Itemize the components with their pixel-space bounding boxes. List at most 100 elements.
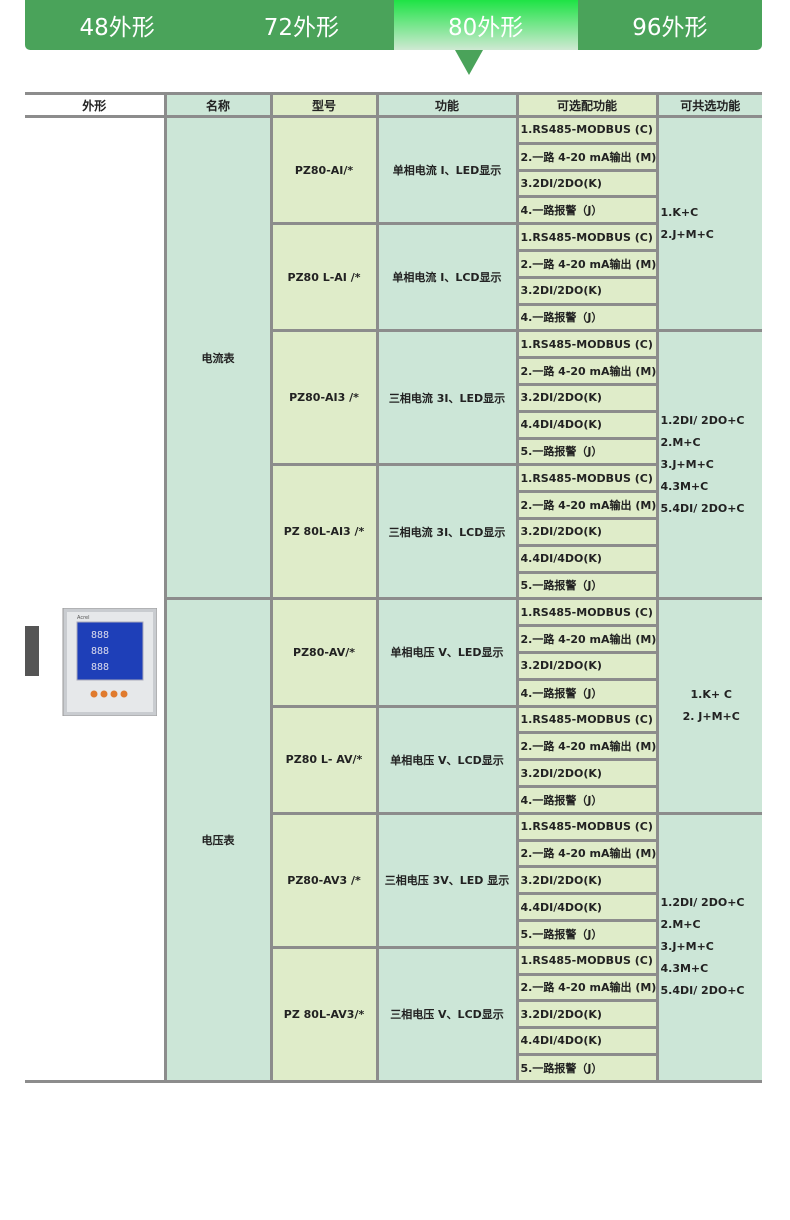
- combo-item: 3.J+M+C: [660, 457, 714, 471]
- tab-80[interactable]: 80外形: [393, 0, 578, 50]
- table-row: 5.一路报警（J）: [25, 918, 762, 949]
- model-number: PZ 80L-AI3 /*: [269, 463, 379, 601]
- table-row: 4.一路报警（J）: [25, 784, 762, 815]
- header-name: 名称: [163, 92, 273, 118]
- combo-item: 1.2DI/ 2DO+C: [660, 413, 745, 427]
- table-row: 2.一路 4-20 mA输出 (M): [25, 731, 762, 762]
- optional-function: 4.一路报警（J）: [515, 784, 659, 815]
- svg-text:888: 888: [91, 662, 109, 673]
- combo-item: 1.2DI/ 2DO+C: [660, 896, 745, 910]
- model-function: 单相电压 V、LED显示: [375, 597, 519, 708]
- optional-function: 3.2DI/2DO(K): [515, 999, 659, 1030]
- combo-item: 5.4DI/ 2DO+C: [660, 984, 745, 998]
- table-row: 3.2DI/2DO(K): [25, 382, 762, 413]
- table-row: 3.2DI/2DO(K): [25, 275, 762, 306]
- header-model: 型号: [269, 92, 379, 118]
- model-number: PZ80 L-AI /*: [269, 222, 379, 333]
- optional-function: 1.RS485-MODBUS (C): [515, 463, 659, 494]
- combo-item: 2.M+C: [660, 918, 701, 932]
- optional-function: 1.RS485-MODBUS (C): [515, 811, 659, 842]
- table-row: 4.一路报警（J）: [25, 195, 762, 226]
- table-row: 3.2DI/2DO(K): [25, 650, 762, 681]
- table-row: 4.4DI/4DO(K): [25, 543, 762, 574]
- product-name: 电流表: [163, 114, 273, 601]
- optional-function: 2.一路 4-20 mA输出 (M): [515, 490, 659, 520]
- optional-function: 4.一路报警（J）: [515, 677, 659, 708]
- optional-function: 1.RS485-MODBUS (C): [515, 597, 659, 628]
- table-row: 2.一路 4-20 mA输出 (M): [25, 490, 762, 520]
- table-row: 3.2DI/2DO(K): [25, 168, 762, 199]
- svg-text:888: 888: [91, 646, 109, 657]
- optional-function: 3.2DI/2DO(K): [515, 650, 659, 681]
- table-row: 4.4DI/4DO(K): [25, 1026, 762, 1056]
- tab-72[interactable]: 72外形: [263, 15, 340, 41]
- model-number: PZ80-AV/*: [269, 597, 379, 708]
- header-optional: 可选配功能: [515, 92, 659, 118]
- optional-function: 4.一路报警（J）: [515, 195, 659, 226]
- optional-function: 3.2DI/2DO(K): [515, 382, 659, 413]
- optional-function: 5.一路报警（J）: [515, 1052, 659, 1083]
- model-function: 三相电压 V、LCD显示: [375, 945, 519, 1083]
- table-row: 3.2DI/2DO(K): [25, 865, 762, 896]
- optional-function: 1.RS485-MODBUS (C): [515, 115, 659, 145]
- combo-item: 4.3M+C: [660, 479, 709, 493]
- optional-function: 4.4DI/4DO(K): [515, 1026, 659, 1056]
- optional-function: 1.RS485-MODBUS (C): [515, 329, 659, 360]
- combo-item: 4.3M+C: [660, 962, 709, 976]
- header-shape: 外形: [25, 92, 167, 118]
- model-function: 三相电流 3I、LED显示: [375, 329, 519, 467]
- optional-function: 2.一路 4-20 mA输出 (M): [515, 248, 659, 279]
- table-row: 5.一路报警（J）: [25, 436, 762, 467]
- optional-function: 2.一路 4-20 mA输出 (M): [515, 731, 659, 762]
- optional-function: 5.一路报警（J）: [515, 436, 659, 467]
- optional-function: 1.RS485-MODBUS (C): [515, 704, 659, 735]
- model-function: 单相电压 V、LCD显示: [375, 704, 519, 815]
- table-row: 2.一路 4-20 mA输出 (M): [25, 624, 762, 654]
- header-function: 功能: [375, 92, 519, 118]
- optional-function: 3.2DI/2DO(K): [515, 275, 659, 306]
- optional-function: 3.2DI/2DO(K): [515, 758, 659, 788]
- optional-function: 3.2DI/2DO(K): [515, 516, 659, 547]
- optional-function: 5.一路报警（J）: [515, 570, 659, 601]
- svg-text:888: 888: [91, 630, 109, 641]
- table-row: 2.一路 4-20 mA输出 (M): [25, 248, 762, 279]
- tab-96[interactable]: 96外形: [632, 15, 708, 41]
- model-function: 三相电压 3V、LED 显示: [375, 811, 519, 949]
- product-name: 电压表: [163, 597, 273, 1083]
- table-row: 3.2DI/2DO(K): [25, 758, 762, 788]
- optional-function: 4.4DI/4DO(K): [515, 543, 659, 574]
- optional-function: 3.2DI/2DO(K): [515, 865, 659, 896]
- optional-function: 2.一路 4-20 mA输出 (M): [515, 972, 659, 1003]
- model-number: PZ80 L- AV/*: [269, 704, 379, 815]
- table-row: 4.4DI/4DO(K): [25, 409, 762, 440]
- optional-function: 2.一路 4-20 mA输出 (M): [515, 624, 659, 654]
- combo-item: 1.K+ C: [690, 688, 732, 702]
- table-row: 2.一路 4-20 mA输出 (M): [25, 356, 762, 386]
- table-row: 5.一路报警（J）: [25, 570, 762, 601]
- optional-function: 1.RS485-MODBUS (C): [515, 945, 659, 976]
- model-function: 三相电流 3I、LCD显示: [375, 463, 519, 601]
- shape-cell: [25, 115, 167, 1083]
- optional-function: 4.4DI/4DO(K): [515, 409, 659, 440]
- optional-function: 5.一路报警（J）: [515, 918, 659, 949]
- optional-function: 2.一路 4-20 mA输出 (M): [515, 141, 659, 172]
- optional-function: 1.RS485-MODBUS (C): [515, 222, 659, 252]
- model-number: PZ80-AV3 /*: [269, 811, 379, 949]
- header-combo: 可共选功能: [655, 92, 762, 118]
- combo-item: 1.K+C: [660, 205, 699, 219]
- model-function: 单相电流 I、LCD显示: [375, 222, 519, 333]
- meter-product-image: 888 888 888 Acrel: [25, 608, 157, 716]
- table-row: 3.2DI/2DO(K): [25, 516, 762, 547]
- table-row: 5.一路报警（J）: [25, 1052, 762, 1083]
- tab-48[interactable]: 48外形: [79, 15, 155, 41]
